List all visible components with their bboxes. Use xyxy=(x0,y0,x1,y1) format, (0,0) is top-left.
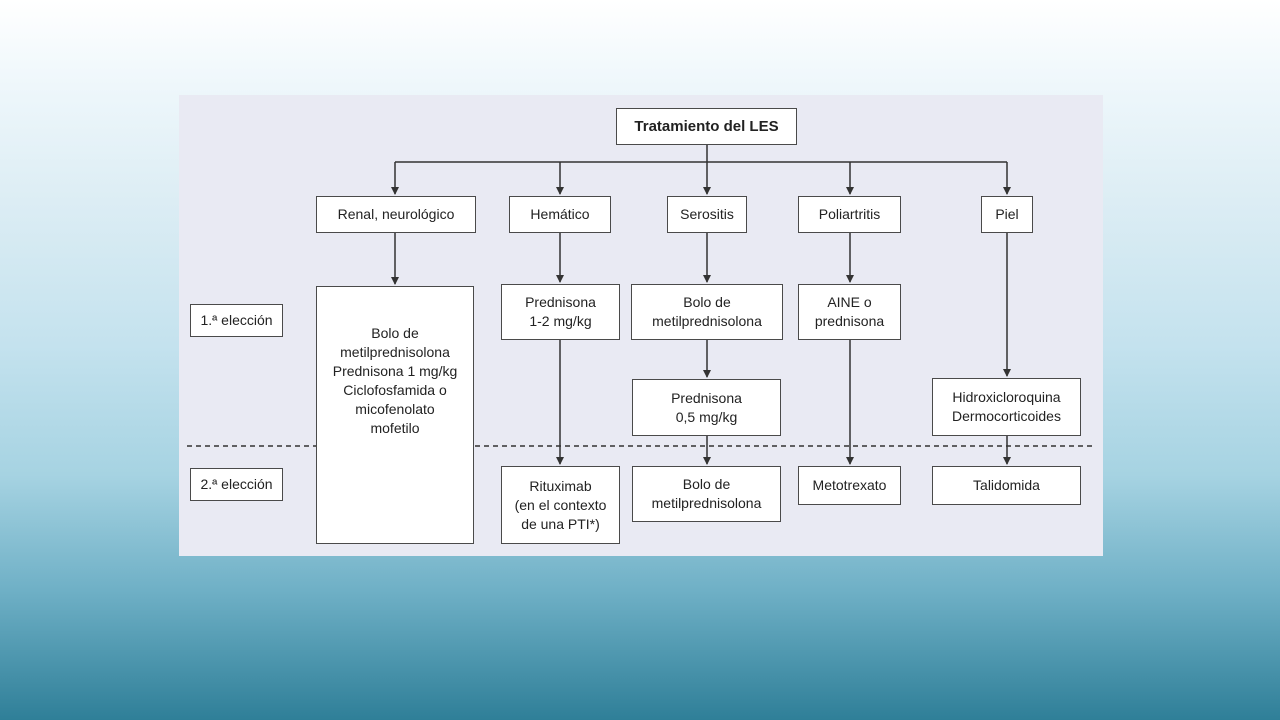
treatment-piel-first: Hidroxicloroquina Dermocorticoides xyxy=(932,378,1081,436)
treatment-poliartritis-first: AINE o prednisona xyxy=(798,284,901,340)
treatment-serositis-second: Bolo de metilprednisolona xyxy=(632,466,781,522)
category-hematico: Hemático xyxy=(509,196,611,233)
row-label-first-choice: 1.ª elección xyxy=(190,304,283,337)
category-serositis: Serositis xyxy=(667,196,747,233)
row-label-second-choice: 2.ª elección xyxy=(190,468,283,501)
category-renal: Renal, neurológico xyxy=(316,196,476,233)
treatment-piel-second: Talidomida xyxy=(932,466,1081,505)
treatment-hematico-first: Prednisona 1-2 mg/kg xyxy=(501,284,620,340)
treatment-serositis-mid: Prednisona 0,5 mg/kg xyxy=(632,379,781,436)
treatment-serositis-first: Bolo de metilprednisolona xyxy=(631,284,783,340)
connector-layer xyxy=(187,145,1093,465)
treatment-hematico-second: Rituximab (en el contexto de una PTI*) xyxy=(501,466,620,544)
category-poliartritis: Poliartritis xyxy=(798,196,901,233)
treatment-poliartritis-second: Metotrexato xyxy=(798,466,901,505)
diagram-panel: Tratamiento del LES Renal, neurológico H… xyxy=(179,95,1103,556)
category-piel: Piel xyxy=(981,196,1033,233)
root-node: Tratamiento del LES xyxy=(616,108,797,145)
treatment-renal: Bolo de metilprednisolona Prednisona 1 m… xyxy=(316,286,474,544)
